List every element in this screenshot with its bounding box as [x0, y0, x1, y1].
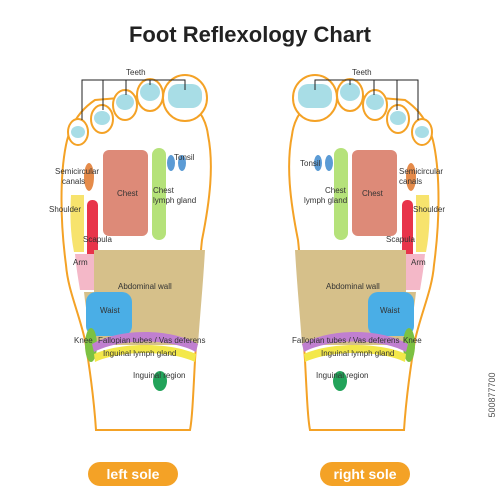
label-fallopian-left: Fallopian tubes / Vas deferens — [98, 336, 205, 345]
label-knee-right: Knee — [403, 336, 422, 345]
label-semicircular-right: Semicircular — [399, 167, 443, 176]
left-sole-label: left sole — [88, 462, 178, 486]
label-scapula-left: Scapula — [83, 235, 112, 244]
label-waist-right: Waist — [380, 306, 400, 315]
label-abdominal-left: Abdominal wall — [118, 282, 172, 291]
label-scapula-right: Scapula — [386, 235, 415, 244]
label-arm-left: Arm — [73, 258, 88, 267]
label-chest-right: Chest — [362, 189, 384, 198]
label-chest-left: Chest — [117, 189, 139, 198]
label-inguinal-lymph-left: Inguinal lymph gland — [103, 349, 176, 358]
label-inguinal-lymph-right: Inguinal lymph gland — [321, 349, 394, 358]
label-abdominal-right: Abdominal wall — [326, 282, 380, 291]
label-chest-lymph-1-right: Chest — [325, 186, 347, 195]
label-tonsil-left: Tonsil — [174, 153, 195, 162]
label-fallopian-right: Fallopian tubes / Vas deferens — [292, 336, 399, 345]
label-canals-left: canals — [62, 177, 85, 186]
label-chest-lymph-2-right: lymph gland — [304, 196, 347, 205]
right-sole-label: right sole — [320, 462, 410, 486]
label-knee-left: Knee — [74, 336, 93, 345]
label-chest-lymph-1-left: Chest — [153, 186, 175, 195]
label-semicircular-left: Semicircular — [55, 167, 99, 176]
label-shoulder-right: Shoulder — [413, 205, 445, 214]
label-tonsil-right: Tonsil — [300, 159, 321, 168]
label-teeth-left: Teeth — [126, 68, 146, 77]
label-waist-left: Waist — [100, 306, 120, 315]
stock-id-text: 500877700 — [487, 372, 497, 418]
label-teeth-right: Teeth — [352, 68, 372, 77]
label-arm-right: Arm — [411, 258, 426, 267]
label-inguinal-region-left: Inguinal region — [133, 371, 185, 380]
label-canals-right: canals — [399, 177, 422, 186]
label-chest-lymph-2-left: lymph gland — [153, 196, 196, 205]
label-shoulder-left: Shoulder — [49, 205, 81, 214]
label-inguinal-region-right: Inguinal region — [316, 371, 368, 380]
stock-id: 500877700 — [486, 300, 498, 490]
page-title: Foot Reflexology Chart — [128, 22, 371, 47]
